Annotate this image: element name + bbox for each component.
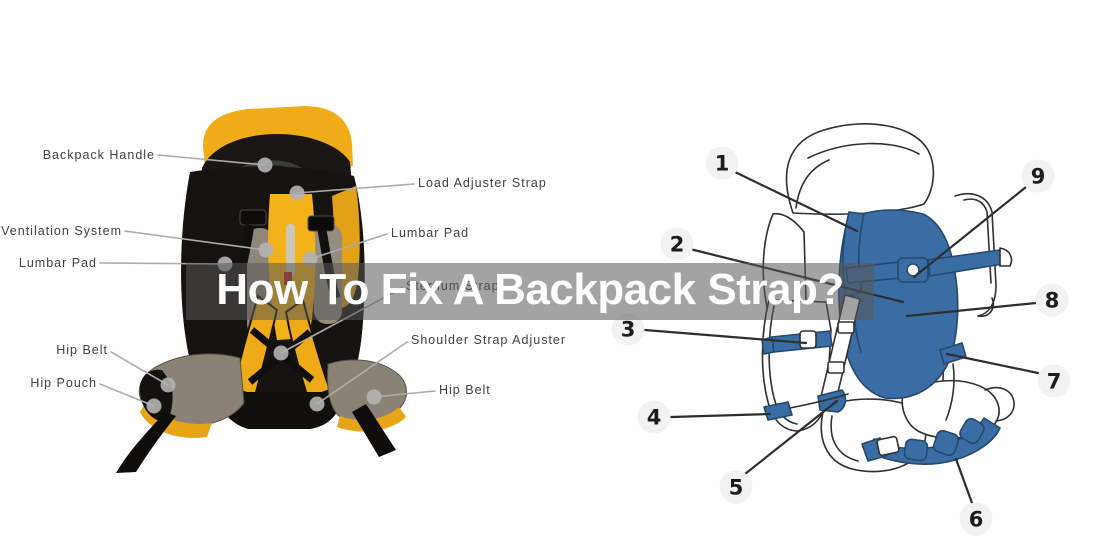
callout-9: 9 <box>1021 159 1055 193</box>
leader-hip-belt-right <box>373 390 436 398</box>
leader-6 <box>954 457 974 505</box>
leader-shoulder-strap-adjuster <box>316 341 408 405</box>
anchor-dot <box>146 398 162 414</box>
label-shoulder-strap-adjuster: Shoulder Strap Adjuster <box>411 333 567 347</box>
label-hip-belt-right: Hip Belt <box>439 383 491 397</box>
callout-4: 4 <box>637 400 671 434</box>
label-hip-pouch: Hip Pouch <box>30 376 97 390</box>
leader-hip-belt-left <box>110 351 169 386</box>
right-leader-lines <box>643 170 1040 505</box>
leader-9 <box>912 185 1028 279</box>
anchor-dot <box>309 396 325 412</box>
leader-5 <box>743 399 839 476</box>
label-lumbar-pad-right: Lumbar Pad <box>391 226 470 240</box>
leader-ventilation-system <box>124 230 267 251</box>
leader-lumbar-pad-right <box>309 233 388 260</box>
anchor-dot <box>258 242 274 258</box>
callout-1: 1 <box>705 146 739 180</box>
label-backpack-handle: Backpack Handle <box>42 148 155 162</box>
callout-5: 5 <box>719 470 753 504</box>
leader-backpack-handle <box>157 154 266 166</box>
callout-8: 8 <box>1035 283 1069 317</box>
leader-load-adjuster-strap <box>296 183 415 194</box>
anchor-dot <box>273 345 289 361</box>
callout-7: 7 <box>1037 364 1071 398</box>
label-load-adjuster-strap: Load Adjuster Strap <box>418 176 547 190</box>
anchor-dot <box>160 377 176 393</box>
label-hip-belt-left: Hip Belt <box>56 343 108 357</box>
callout-2: 2 <box>660 227 694 261</box>
anchor-dot <box>257 157 273 173</box>
page-title: How To Fix A Backpack Strap? <box>216 264 844 314</box>
leader-1 <box>733 170 859 233</box>
leader-7 <box>945 352 1040 375</box>
label-ventilation-system: Ventilation System <box>1 224 122 238</box>
left-leader-lines <box>99 154 436 407</box>
label-lumbar-pad-left: Lumbar Pad <box>18 256 97 270</box>
leader-hip-pouch <box>99 383 155 407</box>
callout-6: 6 <box>959 502 993 536</box>
title-overlay-bar: How To Fix A Backpack Strap? <box>186 263 874 320</box>
left-anchor-dots <box>146 157 382 414</box>
leader-8 <box>905 301 1038 318</box>
anchor-dot <box>366 389 382 405</box>
leader-4 <box>669 412 772 419</box>
anchor-dot <box>302 251 318 267</box>
anchor-dot <box>289 185 305 201</box>
leader-3 <box>643 328 808 345</box>
